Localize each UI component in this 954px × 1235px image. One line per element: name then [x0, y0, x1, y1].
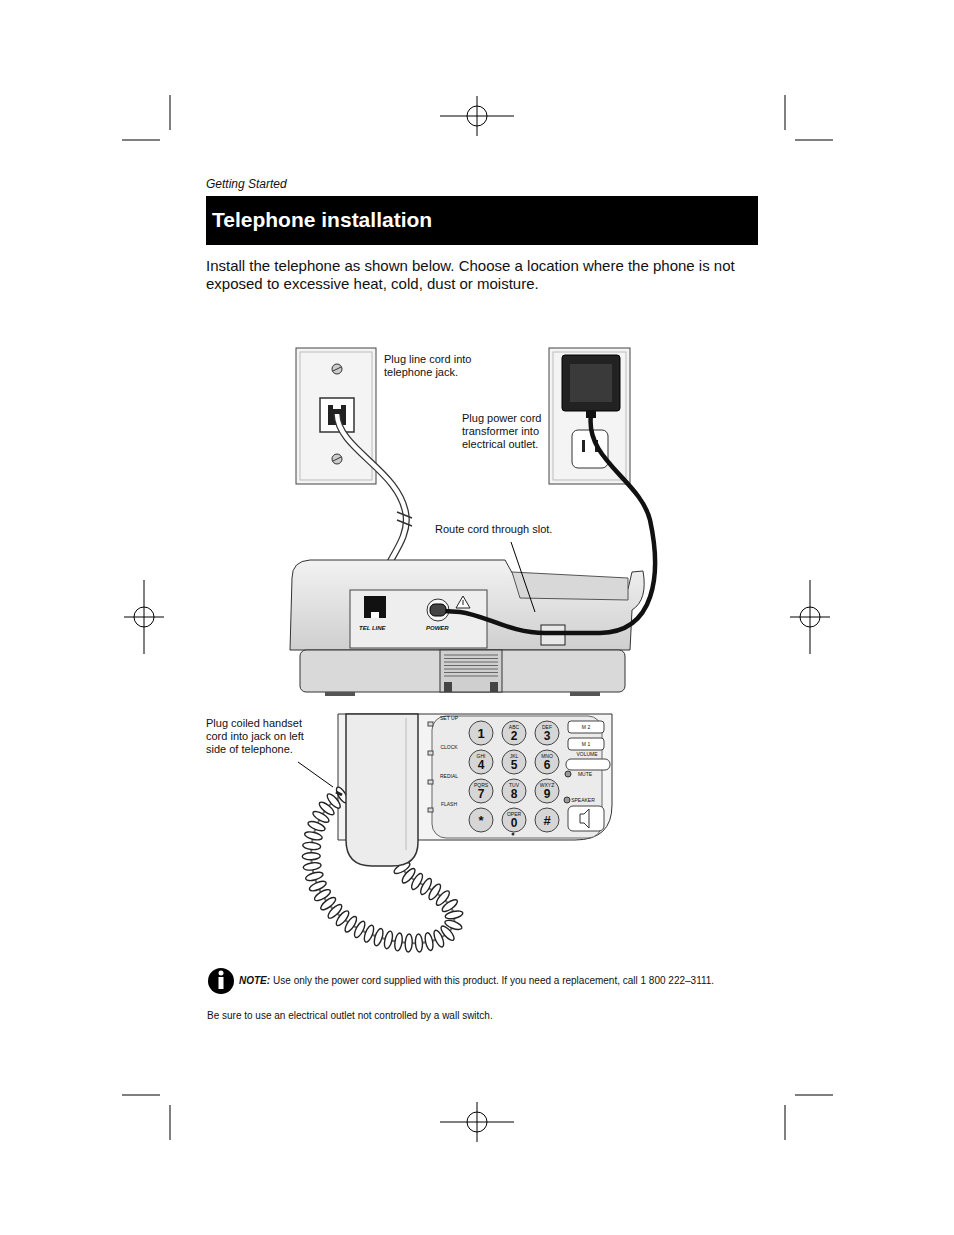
- grille-line: [444, 655, 498, 656]
- coil-loop: [302, 852, 320, 859]
- grille-line: [444, 662, 498, 663]
- power-plug: [430, 604, 446, 616]
- cord-plug: [336, 792, 342, 795]
- coil-loop: [424, 932, 435, 951]
- handset: [346, 714, 418, 866]
- coil-loop: [304, 830, 323, 841]
- cord-break: [397, 512, 412, 526]
- key-button: [502, 808, 526, 832]
- grille-line: [444, 676, 498, 677]
- title-band: [206, 196, 758, 245]
- coil-loop: [373, 927, 385, 946]
- callout-text: Plug coiled handset cord into jack on le…: [206, 717, 306, 757]
- grille-line: [444, 669, 498, 670]
- coil-loop: [394, 932, 404, 951]
- cord-break: [620, 512, 638, 528]
- intro-text: Install the telephone as shown below. Ch…: [206, 257, 746, 293]
- key-button: [469, 721, 493, 745]
- key-number: *: [478, 813, 483, 829]
- key-button: [469, 808, 493, 832]
- button-label: FLASH: [441, 801, 457, 807]
- button-label: SET UP: [440, 715, 458, 721]
- grille-line: [444, 658, 498, 659]
- callout-text: Plug power cord transformer into electri…: [462, 412, 550, 452]
- grille-line: [444, 672, 498, 673]
- coil-loop: [383, 930, 394, 949]
- button-label: MUTE: [578, 771, 592, 777]
- note-heading: NOTE:: [239, 975, 270, 987]
- key-button: [535, 721, 559, 745]
- leader-line: [511, 542, 535, 612]
- note-text: Be sure to use an electrical outlet not …: [207, 1010, 493, 1022]
- key-number: 3: [544, 729, 551, 743]
- key-number: 1: [477, 726, 484, 742]
- note-icon: [208, 968, 234, 994]
- crop-marks: [122, 95, 833, 1142]
- port-label: TEL LINE: [359, 625, 386, 632]
- key-button: [502, 779, 526, 803]
- coil-loop: [415, 934, 423, 952]
- callout-text: Plug line cord into telephone jack.: [384, 353, 484, 379]
- coil-loop: [307, 820, 326, 833]
- key-number: 5: [511, 758, 518, 772]
- key-button: [502, 750, 526, 774]
- handset-shading: [406, 718, 407, 850]
- button-label: M 1: [582, 741, 590, 747]
- key-number: 9: [544, 787, 551, 801]
- button-label: CLOCK: [440, 744, 457, 750]
- key-number: 7: [478, 787, 485, 801]
- button-label: REDIAL: [440, 773, 458, 779]
- coil-loop: [362, 924, 375, 943]
- coil-loop: [303, 862, 322, 872]
- coil-loop: [405, 934, 413, 952]
- key-button: [502, 721, 526, 745]
- button-label: M 2: [582, 724, 590, 730]
- note-text: Use only the power cord supplied with th…: [273, 975, 714, 987]
- key-button: [469, 779, 493, 803]
- key-button: [535, 808, 559, 832]
- coil-loop: [302, 842, 321, 851]
- port-label: POWER: [426, 625, 449, 632]
- leader-line: [298, 762, 333, 787]
- grille-line: [444, 665, 498, 666]
- key-number: 4: [478, 758, 485, 772]
- coil-loop: [444, 919, 463, 932]
- page-title: Telephone installation: [212, 208, 432, 232]
- key-button: [535, 750, 559, 774]
- section-header: Getting Started: [206, 177, 287, 191]
- key-number: 6: [544, 758, 551, 772]
- button-label: VOLUME: [576, 751, 597, 757]
- key-number: 8: [511, 787, 518, 801]
- callout-text: Route cord through slot.: [435, 523, 552, 536]
- key-number: #: [543, 813, 550, 829]
- key-button: [535, 779, 559, 803]
- key-number: 2: [511, 729, 518, 743]
- coil-loop: [305, 871, 324, 883]
- button-label: SPEAKER: [571, 797, 595, 803]
- phone-side-view: [290, 560, 644, 696]
- key-number: 0: [511, 816, 518, 830]
- key-button: [469, 750, 493, 774]
